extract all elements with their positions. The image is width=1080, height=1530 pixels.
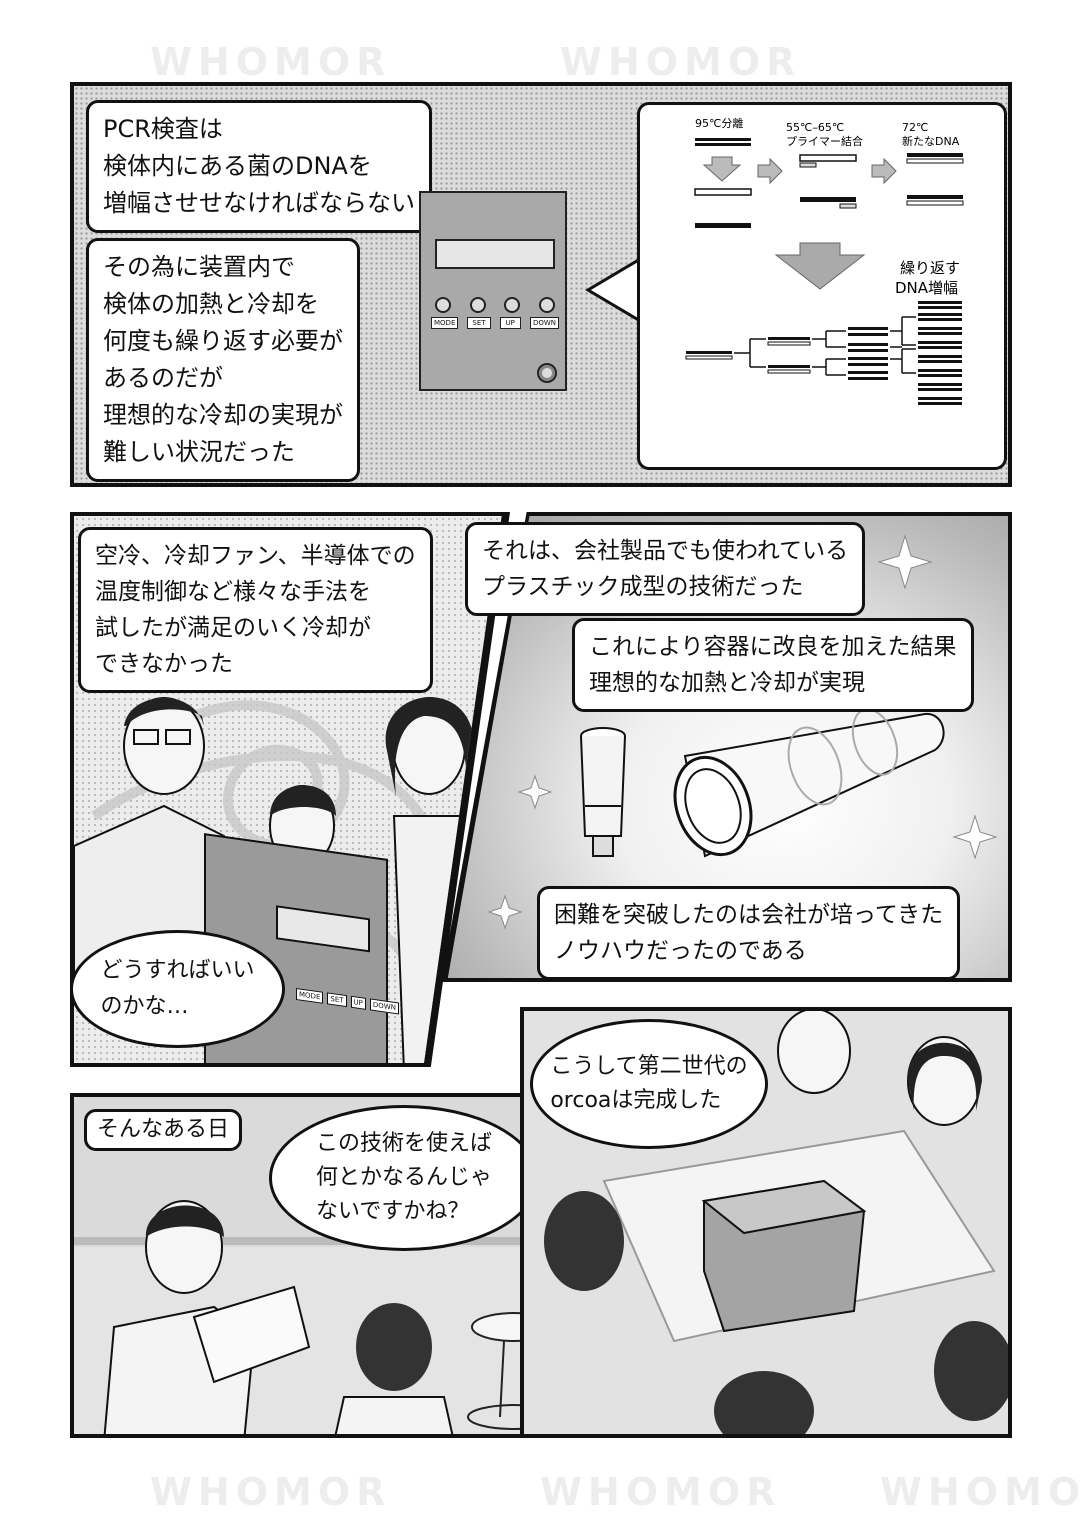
researcher-with-brochure-figure [103,1200,311,1434]
device-button-label: SET [327,992,347,1008]
caption-container-improvement: これにより容器に改良を加えた結果 理想的な加熱と冷却が実現 [572,618,974,712]
caption-company-knowhow: 困難を突破したのは会社が培ってきた ノウハウだったのである [537,886,961,980]
panel-pcr-explanation: PCR検査は 検体内にある菌のDNAを 増幅させせなければならない その為に装置… [70,82,1012,487]
device-display [276,905,370,953]
young-man-figure [269,785,336,867]
pcr-device-illustration: MODE SET UP DOWN [419,191,567,391]
panel-orcoa-complete: こうして第二世代の orcoaは完成した [520,1007,1012,1438]
device-knob-icon [435,297,451,313]
team-member-figure [544,1011,1008,1434]
watermark: WHOMOR [880,1470,1080,1514]
device-knob-icon [538,297,555,313]
device-knob-icon [469,297,486,313]
watermark: WHOMOR [540,1470,782,1514]
device-port-icon [537,363,557,383]
step-denature-label: 95℃分離 [695,116,743,130]
diagram-pointer [585,256,644,325]
device-knob-icon [504,297,521,313]
step-anneal-temp: 55℃–65℃ [786,121,844,134]
device-button-label: MODE [431,317,459,329]
short-test-tube-icon [580,727,626,857]
dna-amplification-diagram: 95℃分離 55℃–65℃ プライマー結合 72℃ 新たなDNA 繰り返す DN… [637,102,1007,470]
speech-bubble-use-technique: この技術を使えば 何とかなるんじゃ ないですかね？ [269,1105,539,1251]
long-test-tube-icon [673,708,945,858]
panel-one-day: そんなある日 この技術を使えば 何とかなるんじゃ ないですかね？ [70,1093,577,1438]
caption-cooling-attempts: 空冷、冷却ファン、半導体での 温度制御など様々な手法を 試したが満足のいく冷却が… [78,527,433,693]
orcoa-device-icon [701,1179,867,1333]
caption-plastic-molding: それは、会社製品でも使われている プラスチック成型の技術だった [465,522,866,616]
amplification-label: DNA増幅 [895,279,958,297]
repeat-label: 繰り返す [900,259,960,277]
watermark: WHOMOR [560,40,802,84]
speech-bubble-what-to-do: どうすればいい のかな… [70,930,285,1048]
device-button-label: MODE [296,988,324,1004]
step-anneal-label: プライマー結合 [786,134,863,148]
watermark: WHOMOR [150,1470,392,1514]
device-button-label: UP [499,317,521,329]
device-display [435,239,555,269]
step-extend-temp: 72℃ [902,121,928,134]
caption-cooling-problem: その為に装置内で 検体の加熱と冷却を 何度も繰り返す必要が あるのだが 理想的な… [86,238,360,482]
speech-bubble-orcoa-complete: こうして第二世代の orcoaは完成した [530,1019,768,1149]
caption-pcr-intro: PCR検査は 検体内にある菌のDNAを 増幅させせなければならない [86,100,432,233]
device-button-label: SET [467,317,491,329]
sparkle-background [487,534,998,930]
listener-back-of-head [334,1303,454,1434]
caption-one-day: そんなある日 [84,1109,243,1151]
watermark: WHOMOR [150,40,392,84]
step-extend-label: 新たなDNA [902,134,960,148]
device-button-label: DOWN [529,317,559,329]
device-button-label: UP [350,995,366,1010]
